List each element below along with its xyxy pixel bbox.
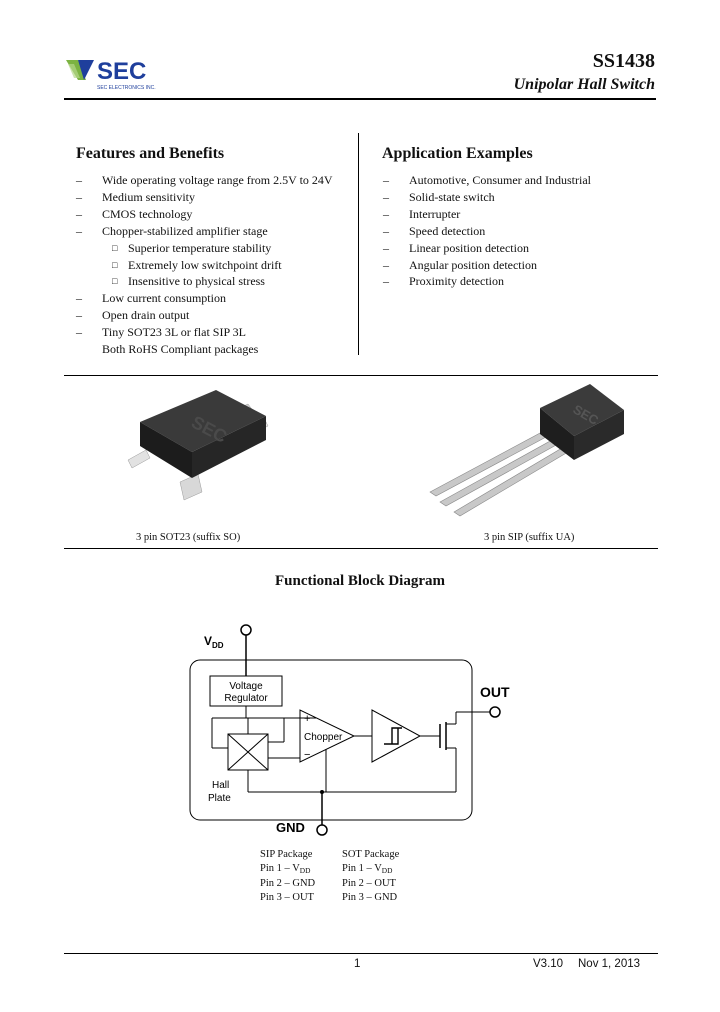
sip-pin-1: Pin 1 – VDD — [260, 862, 311, 875]
list-item: –Low current consumption — [76, 291, 226, 306]
features-title: Features and Benefits — [76, 145, 225, 162]
minus-label: − — [304, 749, 310, 761]
version-label: V3.10 — [533, 958, 564, 970]
list-item: –Linear position detection — [383, 240, 529, 255]
applications-list: –Automotive, Consumer and Industrial –So… — [383, 172, 653, 290]
document-subtitle: Unipolar Hall Switch — [513, 76, 655, 93]
gnd-terminal — [316, 824, 328, 836]
list-item: –Medium sensitivity — [76, 189, 195, 204]
section-rule — [64, 375, 658, 376]
list-item: □Superior temperature stability — [112, 240, 272, 255]
vdd-label: V — [204, 634, 212, 648]
list-item: –Speed detection — [383, 223, 486, 238]
sot-pin-table: SOT Package Pin 1 – VDD Pin 2 – OUT Pin … — [342, 848, 399, 904]
sip-pin-2: Pin 2 – GND — [260, 878, 316, 889]
regulator-label-1: Voltage — [229, 681, 263, 692]
list-item: Both RoHS Compliant packages — [102, 342, 259, 357]
sip-package-image: SEC — [429, 384, 624, 517]
list-item: –Wide operating voltage range from 2.5V … — [76, 173, 333, 187]
page-number: 1 — [354, 958, 361, 970]
sot-pin-2: Pin 2 – OUT — [342, 878, 396, 889]
sip-caption: 3 pin SIP (suffix UA) — [484, 532, 575, 543]
part-number: SS1438 — [592, 50, 655, 72]
out-label: OUT — [480, 684, 510, 700]
regulator-label-2: Regulator — [224, 693, 268, 704]
sot23-package-image: SEC — [127, 390, 269, 501]
plus-label: + — [304, 713, 310, 725]
sip-pin-3: Pin 3 – OUT — [260, 891, 314, 903]
hall-label-1: Hall — [212, 780, 229, 791]
list-item: –Chopper-stabilized amplifier stage — [76, 223, 268, 238]
sip-pin-table: SIP Package Pin 1 – VDD Pin 2 – GND Pin … — [260, 848, 315, 904]
sot-pin-3: Pin 3 – GND — [342, 891, 398, 903]
date-label: Nov 1, 2013 — [578, 958, 641, 970]
sot-pin-1: Pin 1 – VDD — [342, 862, 393, 875]
list-item: –Open drain output — [76, 308, 190, 323]
header-rule — [64, 98, 656, 100]
list-item: –Proximity detection — [383, 274, 504, 289]
sot-pin-title: SOT Package — [342, 849, 400, 860]
sot23-caption: 3 pin SOT23 (suffix SO) — [136, 532, 241, 543]
list-item: –Interrupter — [383, 206, 461, 221]
section-rule — [64, 548, 658, 549]
list-item: –Solid-state switch — [383, 189, 495, 204]
out-terminal — [489, 706, 501, 718]
device-enclosure — [189, 659, 473, 821]
hall-label-2: Plate — [208, 793, 231, 804]
logo-subtext: SEC ELECTRONICS INC. — [97, 85, 156, 91]
list-item: □Insensitive to physical stress — [112, 274, 265, 289]
footer-rule — [64, 953, 658, 954]
sec-logo: SEC SEC ELECTRONICS INC. — [66, 58, 156, 91]
logo-text: SEC — [97, 58, 146, 85]
hysteresis-icon — [384, 727, 402, 745]
vdd-terminal — [240, 624, 252, 636]
list-item: –CMOS technology — [76, 206, 193, 221]
sip-pin-title: SIP Package — [260, 849, 313, 860]
features-list: –Wide operating voltage range from 2.5V … — [76, 172, 351, 358]
schmitt-trigger-buffer — [371, 709, 422, 763]
list-item: –Angular position detection — [383, 257, 537, 272]
gnd-label: GND — [276, 820, 305, 835]
list-item: □Extremely low switchpoint drift — [112, 257, 282, 272]
chopper-amplifier — [299, 709, 356, 763]
chopper-label: Chopper — [304, 732, 343, 743]
diagram-title: Functional Block Diagram — [274, 573, 445, 589]
functional-block-diagram: VDD Voltage Regulator + − Chopper Hall P… — [189, 624, 510, 836]
list-item: –Tiny SOT23 3L or flat SIP 3L — [76, 325, 247, 340]
svg-text:VDD: VDD — [204, 634, 224, 650]
applications-title: Application Examples — [382, 145, 533, 162]
list-item: –Automotive, Consumer and Industrial — [383, 173, 591, 187]
vdd-sub: DD — [212, 641, 224, 650]
column-divider — [358, 133, 359, 355]
